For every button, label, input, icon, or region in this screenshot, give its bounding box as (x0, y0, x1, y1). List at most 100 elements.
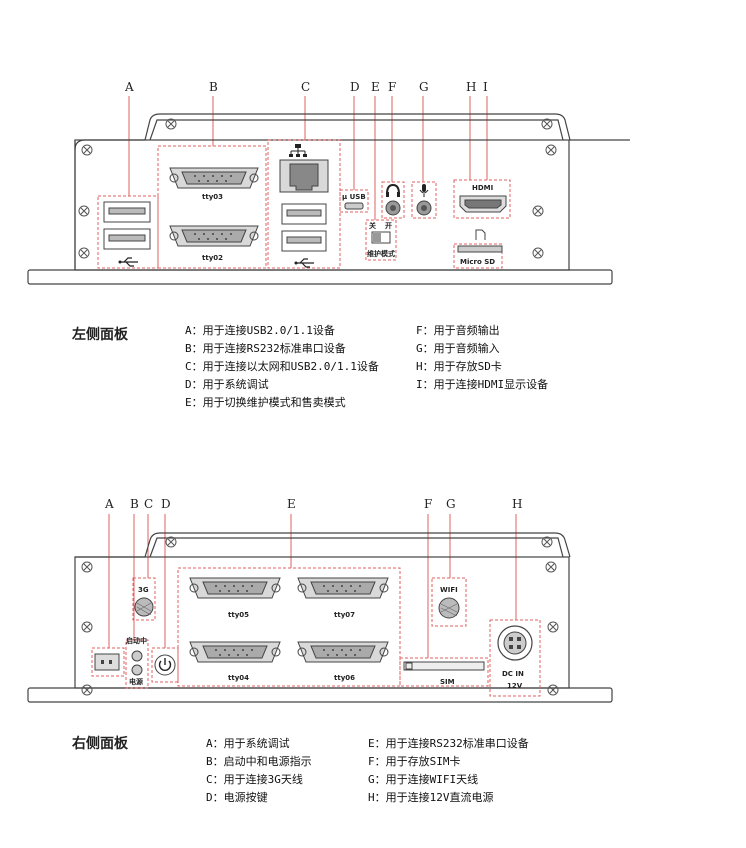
usb-icon (294, 258, 314, 268)
wifi-label: WIFI (440, 586, 458, 594)
starting-label: 启动中 (126, 636, 147, 645)
usb-ports-a (103, 201, 151, 267)
description-item: G：用于音频输入 (416, 342, 500, 355)
screw-icon (547, 684, 559, 696)
tty02-label: tty02 (202, 254, 223, 262)
tty07-label: tty07 (334, 611, 355, 619)
right-descriptions-col1: A：用于系统调试 B：启动中和电源指示 C：用于连接3G天线 D：电源按键 (206, 735, 312, 807)
dc-voltage-label: 12V (507, 682, 523, 690)
power-icon (158, 658, 172, 671)
marker-c: C (144, 497, 153, 511)
audio-out-port (385, 183, 401, 216)
description-item: B：启动中和电源指示 (206, 755, 312, 768)
left-panel-drawing: A B C D E F G H I (27, 80, 630, 285)
dc-in-label: DC IN (502, 670, 524, 678)
serial-port-tty02: tty02 (169, 225, 259, 262)
marker-b: B (130, 497, 139, 511)
right-panel-drawing: A B C D E F G H (27, 497, 613, 703)
screw-icon (532, 205, 544, 217)
status-leds: 启动中 电源 (126, 636, 147, 686)
marker-f: F (388, 80, 396, 94)
description-item: D：用于系统调试 (185, 378, 269, 391)
tty04-label: tty04 (228, 674, 249, 682)
serial-port-tty04: tty04 (189, 641, 281, 682)
left-group-boxes (97, 139, 511, 269)
right-panel-title: 右侧面板 (72, 736, 128, 752)
screw-icon (78, 247, 90, 259)
screw-icon (81, 144, 93, 156)
right-descriptions-col2: E：用于连接RS232标准串口设备 F：用于存放SIM卡 G：用于连接WIFI天… (368, 735, 529, 807)
usb-icon (118, 257, 138, 267)
marker-c: C (301, 80, 310, 94)
leader-lines (128, 96, 488, 220)
screw-icon (165, 536, 177, 548)
tty06-label: tty06 (334, 674, 355, 682)
sim-label: SIM (440, 678, 455, 686)
description-item: G：用于连接WIFI天线 (368, 773, 479, 786)
hdmi-port: HDMI (459, 184, 507, 213)
marker-a: A (124, 80, 134, 94)
screw-icon (541, 536, 553, 548)
left-chassis (27, 113, 630, 285)
hdmi-label: HDMI (472, 184, 493, 192)
marker-h: H (512, 497, 522, 511)
left-screws (78, 118, 557, 259)
serial-port-tty05: tty05 (189, 577, 281, 619)
serial-port-tty07: tty07 (297, 577, 389, 619)
marker-f: F (424, 497, 432, 511)
sd-card-slot: Micro SD (457, 229, 503, 266)
audio-in-port (416, 184, 432, 216)
screw-icon (78, 205, 90, 217)
mode-switch: 关 开 维护模式 (367, 221, 395, 258)
screw-icon (81, 561, 93, 573)
3g-label: 3G (138, 586, 149, 594)
description-item: H：用于连接12V直流电源 (368, 791, 494, 804)
screw-icon (541, 118, 553, 130)
leader-lines (108, 514, 517, 658)
left-panel-title: 左侧面板 (72, 327, 128, 343)
marker-d: D (350, 80, 360, 94)
headphones-icon (386, 183, 400, 197)
screw-icon (81, 684, 93, 696)
tty03-label: tty03 (202, 193, 223, 201)
antenna-wifi: WIFI (438, 586, 460, 619)
switch-off-label: 关 (369, 221, 376, 230)
marker-e: E (287, 497, 296, 511)
tty05-label: tty05 (228, 611, 249, 619)
serial-port-tty03: tty03 (169, 167, 259, 201)
marker-h: H (466, 80, 476, 94)
marker-i: I (483, 80, 488, 94)
description-item: I：用于连接HDMI显示设备 (416, 378, 549, 391)
description-item: D：电源按键 (206, 791, 268, 804)
screw-icon (545, 561, 557, 573)
micro-usb-port: μ USB (342, 193, 366, 210)
antenna-3g: 3G (134, 586, 154, 617)
network-icon (289, 144, 307, 157)
screw-icon (547, 621, 559, 633)
description-item: A：用于系统调试 (206, 737, 290, 750)
right-chassis (27, 532, 613, 703)
right-screws (81, 536, 559, 696)
screw-icon (165, 118, 177, 130)
marker-g: G (419, 80, 429, 94)
microphone-icon (419, 184, 429, 197)
description-item: F：用于音频输出 (416, 324, 500, 337)
marker-d: D (161, 497, 171, 511)
maintenance-mode-label: 维护模式 (367, 249, 395, 258)
serial-port-tty06: tty06 (297, 641, 389, 682)
description-item: E：用于连接RS232标准串口设备 (368, 737, 529, 750)
description-item: A：用于连接USB2.0/1.1设备 (185, 324, 335, 337)
power-button (154, 654, 176, 676)
power-led-label: 电源 (129, 677, 143, 686)
micro-usb-label: μ USB (342, 193, 366, 201)
ethernet-usb-ports-c (279, 144, 329, 268)
switch-on-label: 开 (385, 222, 392, 230)
marker-e: E (371, 80, 380, 94)
screw-icon (545, 144, 557, 156)
left-descriptions-col1: A：用于连接USB2.0/1.1设备 B：用于连接RS232标准串口设备 C：用… (185, 322, 379, 412)
description-item: B：用于连接RS232标准串口设备 (185, 342, 346, 355)
debug-port (94, 653, 120, 671)
description-item: F：用于存放SIM卡 (368, 755, 461, 768)
screw-icon (532, 247, 544, 259)
